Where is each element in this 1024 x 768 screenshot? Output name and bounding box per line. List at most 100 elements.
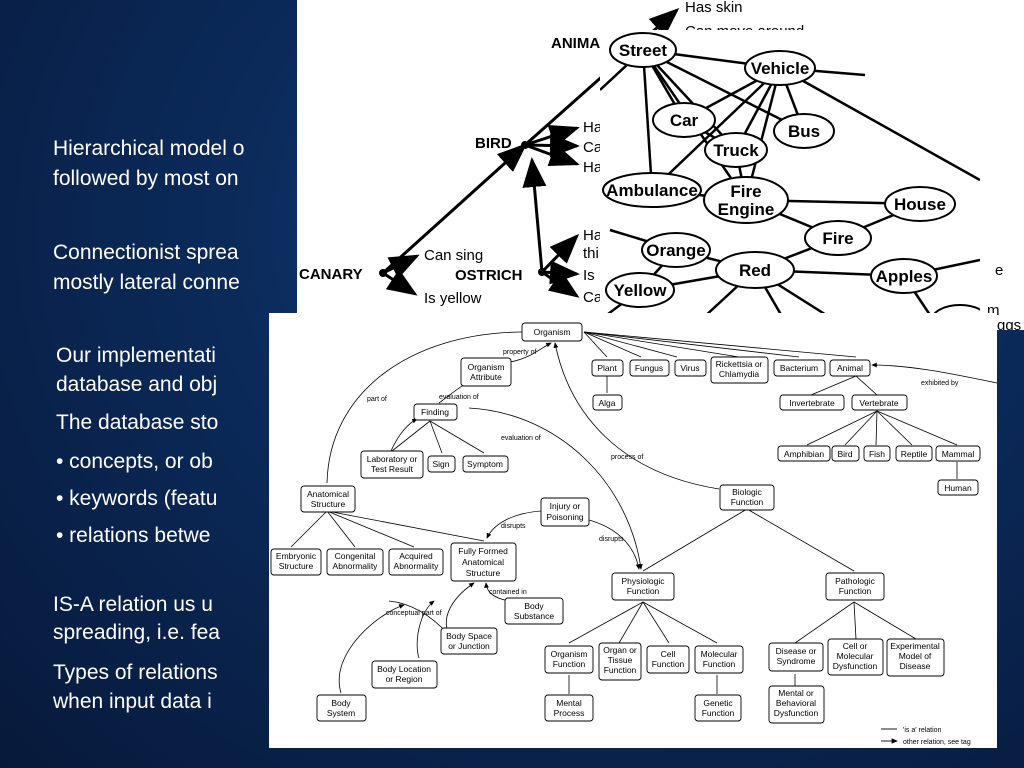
box-fungus: Fungus xyxy=(635,363,663,373)
edge-text-e: e xyxy=(995,262,1003,279)
slide-line-11: IS-A relation us u xyxy=(53,593,213,616)
box-symptom: Symptom xyxy=(467,459,503,469)
box-organism-attribute-2: Attribute xyxy=(470,372,502,382)
spreading-activation-panel: Street Vehicle Car Bus Truck Ambulance F… xyxy=(600,30,980,330)
box-embryonic-1: Embryonic xyxy=(276,551,317,561)
sa-node-yellow: Yellow xyxy=(614,281,668,300)
box-mental-process-2: Process xyxy=(554,708,585,718)
box-genetic-2: Function xyxy=(702,708,735,718)
box-reptile: Reptile xyxy=(901,449,928,459)
box-animal: Animal xyxy=(837,363,863,373)
sa-node-fire: Fire xyxy=(822,229,853,248)
box-mental-dys-1: Mental or xyxy=(778,688,814,698)
box-virus: Virus xyxy=(680,363,699,373)
node-bird: BIRD xyxy=(475,135,512,152)
box-molecular-1: Molecular xyxy=(701,649,738,659)
prop-ostrich-1: Ha xyxy=(583,227,603,244)
prop-ostrich-3: Ca xyxy=(583,289,603,306)
box-experimental-2: Model of xyxy=(899,651,932,661)
box-embryonic-2: Structure xyxy=(279,561,314,571)
node-ostrich: OSTRICH xyxy=(455,267,523,284)
box-rickettsia-1: Rickettsia or xyxy=(716,359,763,369)
box-genetic-1: Genetic xyxy=(703,698,733,708)
spreading-activation-diagram: Street Vehicle Car Bus Truck Ambulance F… xyxy=(600,32,980,330)
box-organism: Organism xyxy=(534,327,571,337)
box-cell-dys-3: Dysfunction xyxy=(833,661,878,671)
box-biologic-1: Biologic xyxy=(732,487,763,497)
box-biologic-2: Function xyxy=(731,497,764,507)
label-disrupts-1: disrupts xyxy=(501,523,526,530)
box-body-substance-1: Body xyxy=(524,601,544,611)
sa-node-car: Car xyxy=(670,111,699,130)
box-body-system-1: Body xyxy=(331,698,351,708)
node-canary: CANARY xyxy=(299,266,363,283)
box-organism-function-2: Function xyxy=(553,659,586,669)
box-body-space-2: or Junction xyxy=(448,641,490,651)
legend-other: other relation, see tag xyxy=(903,739,971,746)
box-plant: Plant xyxy=(597,363,617,373)
box-anatomical-1: Anatomical xyxy=(307,489,349,499)
prop-bird-3: Ha xyxy=(583,159,603,176)
sa-node-vehicle: Vehicle xyxy=(751,59,810,78)
slide-bullet-3: • relations betwe xyxy=(56,524,211,547)
box-body-space-1: Body Space xyxy=(446,631,492,641)
box-lab-1: Laboratory or xyxy=(367,454,418,464)
box-anatomical-2: Structure xyxy=(311,499,346,509)
box-alga: Alga xyxy=(598,398,615,408)
box-injury-2: Poisoning xyxy=(546,512,584,522)
box-injury-1: Injury or xyxy=(550,501,581,511)
box-disease-2: Syndrome xyxy=(777,656,816,666)
box-experimental-3: Disease xyxy=(900,661,931,671)
sa-node-orange: Orange xyxy=(646,241,706,260)
box-organ-1: Organ or xyxy=(603,645,637,655)
box-fully-3: Structure xyxy=(466,568,501,578)
label-disrupts-2: disrupts xyxy=(599,536,624,543)
box-pathologic-2: Function xyxy=(839,586,872,596)
prop-ostrich-1b: thi xyxy=(583,245,599,262)
box-acquired-1: Acquired xyxy=(399,551,433,561)
label-part-of: part of xyxy=(367,396,387,403)
legend: 'is a' relation other relation, see tag xyxy=(881,727,971,746)
box-bird: Bird xyxy=(837,449,852,459)
box-physiologic-2: Function xyxy=(627,586,660,596)
box-cell-function-1: Cell xyxy=(661,649,676,659)
label-conceptual-part-of: conceptual part of xyxy=(386,610,442,617)
box-pathologic-1: Pathologic xyxy=(835,576,875,586)
slide-bullet-1: • concepts, or ob xyxy=(56,450,213,473)
box-fully-1: Fully Formed xyxy=(458,546,508,556)
slide-line-6: database and obj xyxy=(56,373,218,396)
box-body-system-2: System xyxy=(327,708,355,718)
prop-is-yellow: Is yellow xyxy=(424,290,482,307)
box-lab-2: Test Result xyxy=(371,464,414,474)
box-mental-dys-3: Dysfunction xyxy=(774,708,819,718)
label-process-of: process of xyxy=(611,454,643,461)
box-rickettsia-2: Chlamydia xyxy=(719,369,759,379)
box-congenital-1: Congenital xyxy=(335,551,376,561)
label-evaluation-of-2: evaluation of xyxy=(501,435,541,442)
sa-node-street: Street xyxy=(619,41,668,60)
label-evaluation-of-1: evaluation of xyxy=(439,394,479,401)
box-mammal: Mammal xyxy=(942,449,975,459)
slide-line-7: The database sto xyxy=(56,411,219,434)
box-mental-dys-2: Behavioral xyxy=(776,698,816,708)
box-congenital-2: Abnormality xyxy=(333,561,379,571)
slide-line-1: Hierarchical model o xyxy=(53,137,245,160)
box-cell-dys-1: Cell or xyxy=(843,641,868,651)
box-amphibian: Amphibian xyxy=(784,449,824,459)
sa-node-apples: Apples xyxy=(876,267,933,286)
prop-ostrich-2: Is xyxy=(583,267,595,284)
slide-line-4: mostly lateral conne xyxy=(53,271,240,294)
sa-node-house: House xyxy=(894,195,946,214)
box-experimental-1: Experimental xyxy=(890,641,940,651)
sa-node-truck: Truck xyxy=(713,141,759,160)
slide-bullet-2: • keywords (featu xyxy=(56,487,218,510)
box-organism-function-1: Organism xyxy=(551,649,588,659)
prop-has-skin: Has skin xyxy=(685,0,743,16)
box-vertebrate: Vertebrate xyxy=(859,398,898,408)
sa-node-fire-engine-1: Fire xyxy=(730,182,761,201)
box-fish: Fish xyxy=(869,449,885,459)
sa-node-bus: Bus xyxy=(788,122,820,141)
box-finding: Finding xyxy=(421,407,449,417)
box-cell-dys-2: Molecular xyxy=(837,651,874,661)
slide-line-12: spreading, i.e. fea xyxy=(53,621,220,644)
